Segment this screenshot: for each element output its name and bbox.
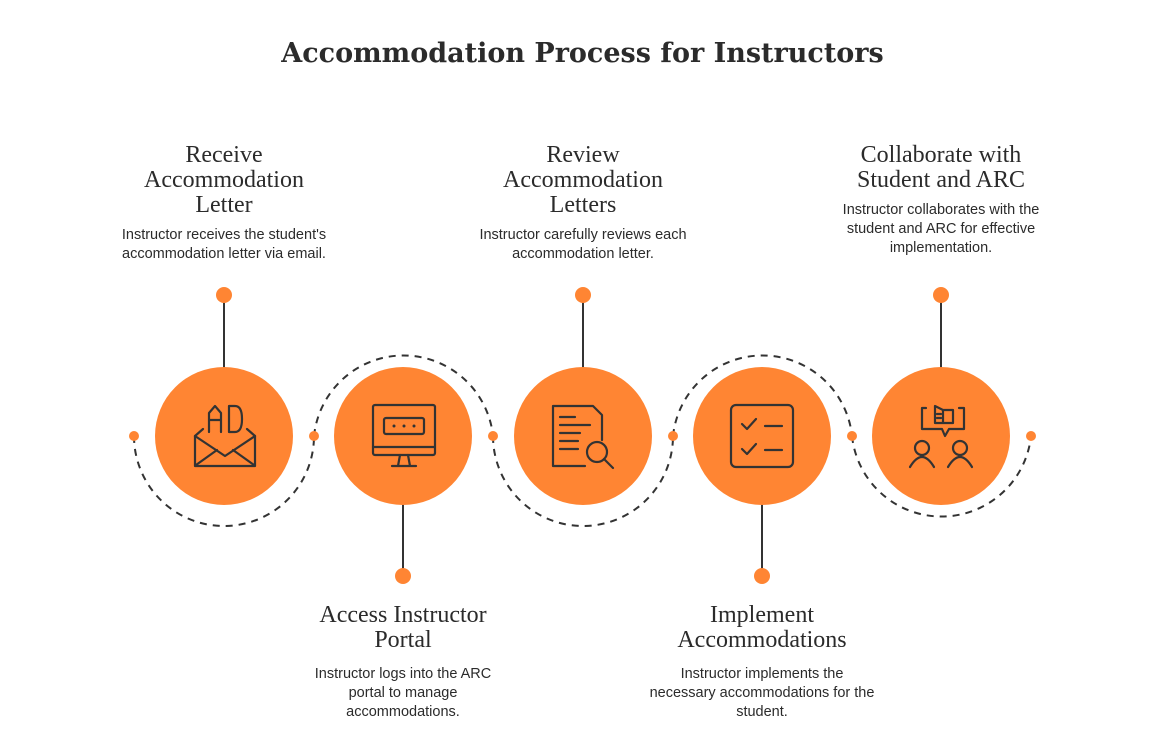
step-description: Instructor collaborates with the student… — [842, 202, 1040, 256]
step-heading: Collaborate with Student and ARC — [856, 142, 1025, 193]
step-collaborate: Collaborate with Student and ARC Instruc… — [811, 143, 1071, 258]
step-description: Instructor implements the necessary acco… — [649, 666, 875, 720]
step-access-portal: Access Instructor Portal Instructor logs… — [273, 603, 533, 722]
step-description: Instructor logs into the ARC portal to m… — [314, 666, 492, 720]
collaboration-icon — [908, 404, 974, 469]
monitor-password-icon — [371, 403, 437, 468]
step-circles — [155, 367, 1010, 505]
step-description: Instructor receives the student's accomm… — [121, 227, 327, 262]
checklist-icon — [729, 403, 795, 469]
step-review-letters: Review Accommodation Letters Instructor … — [453, 143, 713, 264]
page-title: Accommodation Process for Instructors — [281, 38, 884, 69]
step-implement: Implement Accommodations Instructor impl… — [632, 603, 892, 722]
step-heading: Review Accommodation Letters — [503, 142, 663, 218]
step-heading: Receive Accommodation Letter — [144, 142, 304, 218]
step-heading: Access Instructor Portal — [319, 602, 487, 653]
step-description: Instructor carefully reviews each accomm… — [479, 227, 687, 262]
connector-lines — [223, 295, 942, 576]
document-search-icon — [551, 404, 615, 470]
step-receive-letter: Receive Accommodation Letter Instructor … — [94, 143, 354, 264]
dashed-path — [133, 354, 1032, 527]
step-heading: Implement Accommodations — [677, 602, 847, 653]
dots — [129, 287, 1036, 584]
envelope-letter-icon — [193, 404, 257, 468]
